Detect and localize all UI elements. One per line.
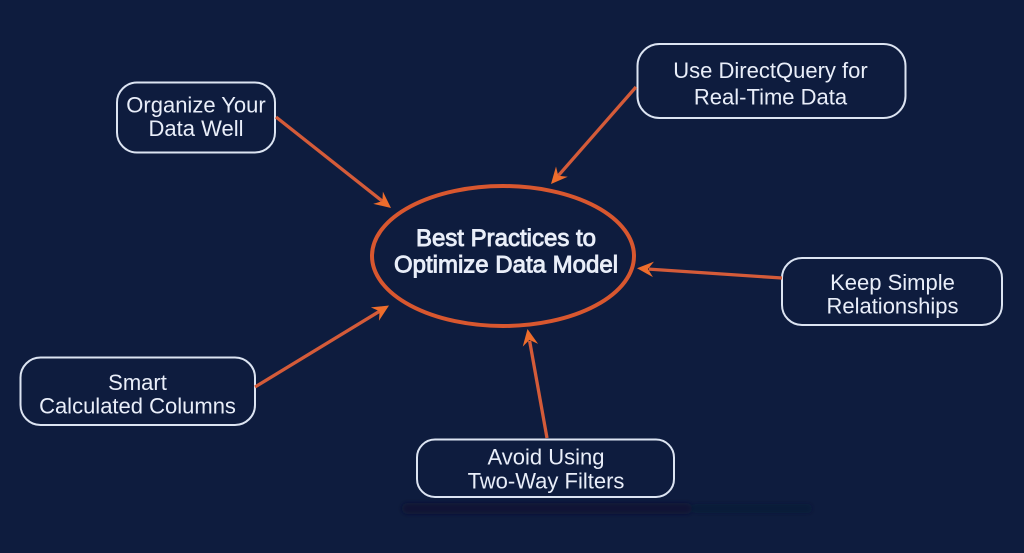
- svg-text:Optimize Data Model: Optimize Data Model: [394, 252, 618, 279]
- svg-text:Keep Simple: Keep Simple: [830, 270, 955, 295]
- svg-text:Avoid Using: Avoid Using: [488, 445, 605, 470]
- svg-text:Two-Way Filters: Two-Way Filters: [468, 468, 625, 493]
- svg-text:Organize Your: Organize Your: [126, 93, 265, 118]
- svg-text:Use DirectQuery for: Use DirectQuery for: [673, 58, 867, 83]
- svg-text:Data Well: Data Well: [149, 116, 244, 141]
- svg-text:Real-Time Data: Real-Time Data: [694, 85, 848, 110]
- svg-text:Best Practices to: Best Practices to: [416, 225, 596, 252]
- svg-text:Calculated Columns: Calculated Columns: [39, 393, 236, 418]
- svg-text:Smart: Smart: [108, 370, 167, 395]
- svg-text:Relationships: Relationships: [826, 294, 958, 319]
